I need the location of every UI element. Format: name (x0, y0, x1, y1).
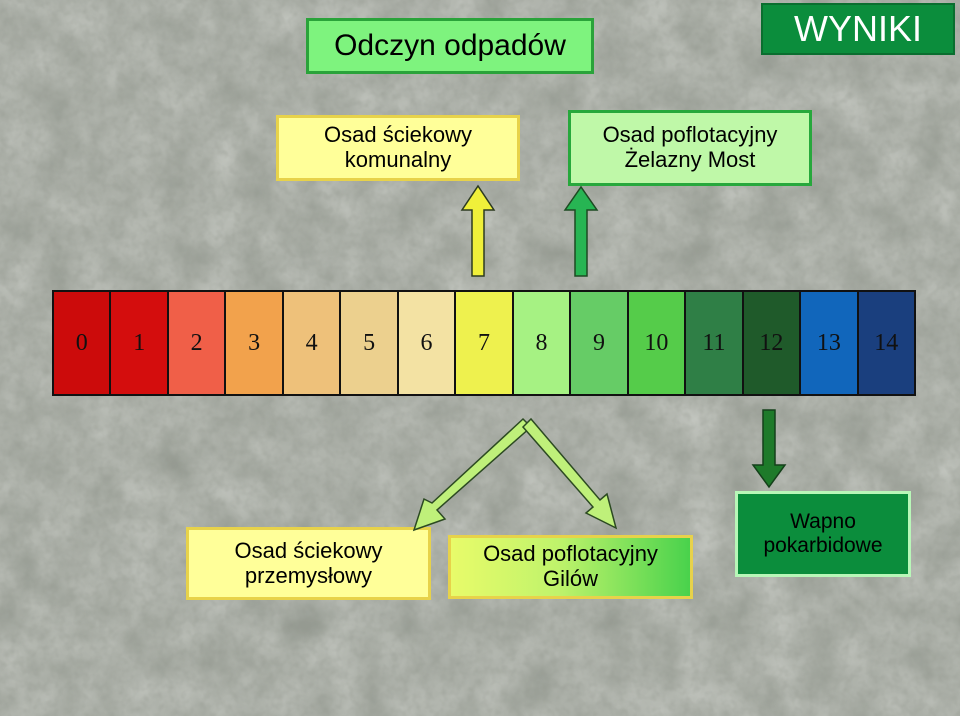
label-municipal-sludge: Osad ściekowy komunalny (276, 115, 520, 181)
label-flotation-gilow: Osad poflotacyjny Gilów (448, 535, 693, 599)
label-carbide-lime-line1: Wapno (790, 510, 856, 534)
label-carbide-lime: Wapno pokarbidowe (735, 491, 911, 577)
results-badge-text: WYNIKI (794, 9, 922, 49)
ph-cell-7: 7 (456, 292, 513, 394)
ph-cell-6: 6 (399, 292, 456, 394)
ph-cell-4: 4 (284, 292, 341, 394)
ph-cell-12: 12 (744, 292, 801, 394)
ph-cell-5: 5 (341, 292, 398, 394)
results-badge: WYNIKI (761, 3, 955, 55)
label-industrial-sludge-line1: Osad ściekowy (235, 539, 383, 564)
ph-cell-3: 3 (226, 292, 283, 394)
label-carbide-lime-line2: pokarbidowe (763, 534, 882, 558)
label-flotation-gilow-line1: Osad poflotacyjny (483, 542, 658, 567)
ph-cell-14: 14 (859, 292, 914, 394)
page-title: Odczyn odpadów (306, 18, 594, 74)
ph-cell-1: 1 (111, 292, 168, 394)
ph-cell-8: 8 (514, 292, 571, 394)
page-title-text: Odczyn odpadów (334, 29, 566, 63)
label-industrial-sludge: Osad ściekowy przemysłowy (186, 527, 431, 600)
ph-cell-13: 13 (801, 292, 858, 394)
ph-cell-9: 9 (571, 292, 628, 394)
label-municipal-sludge-line2: komunalny (345, 148, 451, 173)
label-flotation-zelazny-most-line2: Żelazny Most (625, 148, 756, 173)
ph-cell-0: 0 (54, 292, 111, 394)
ph-cell-2: 2 (169, 292, 226, 394)
label-industrial-sludge-line2: przemysłowy (245, 564, 372, 589)
label-municipal-sludge-line1: Osad ściekowy (324, 123, 472, 148)
label-flotation-gilow-line2: Gilów (543, 567, 598, 592)
label-flotation-zelazny-most-line1: Osad poflotacyjny (603, 123, 778, 148)
label-flotation-zelazny-most: Osad poflotacyjny Żelazny Most (568, 110, 812, 186)
ph-cell-10: 10 (629, 292, 686, 394)
ph-cell-11: 11 (686, 292, 743, 394)
